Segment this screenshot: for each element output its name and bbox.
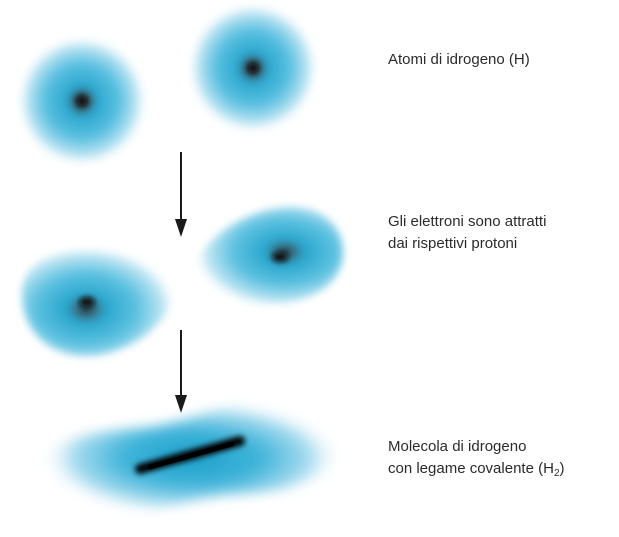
caption-step-1: Atomi di idrogeno (H) bbox=[388, 49, 530, 71]
arrow-down-1 bbox=[175, 152, 187, 237]
caption-line: dai rispettivi protoni bbox=[388, 235, 518, 252]
hydrogen-molecule bbox=[39, 398, 344, 517]
caption-text: con legame covalente (H bbox=[388, 460, 554, 477]
attracted-atom-right bbox=[189, 207, 344, 305]
attracted-atom-left bbox=[21, 249, 175, 357]
caption-line: Gli elettroni sono attratti bbox=[388, 213, 547, 230]
arrow-down-2 bbox=[175, 330, 187, 413]
caption-line: Molecola di idrogeno bbox=[388, 438, 527, 455]
proton-dot bbox=[248, 63, 258, 73]
subscript-2: 2 bbox=[553, 468, 560, 479]
proton-dot bbox=[272, 252, 288, 262]
closing-paren: ) bbox=[559, 460, 565, 477]
hydrogen-atom-right bbox=[187, 2, 319, 134]
proton-dot bbox=[79, 297, 95, 307]
caption-line: Atomi di idrogeno (H) bbox=[388, 51, 530, 68]
caption-line-formula: con legame covalente (H2) bbox=[388, 458, 565, 480]
caption-step-2: Gli elettroni sono attratti dai rispetti… bbox=[388, 211, 546, 255]
proton-dot bbox=[77, 96, 87, 106]
hydrogen-atom-left bbox=[16, 35, 148, 167]
caption-step-3: Molecola di idrogeno con legame covalent… bbox=[388, 436, 565, 480]
